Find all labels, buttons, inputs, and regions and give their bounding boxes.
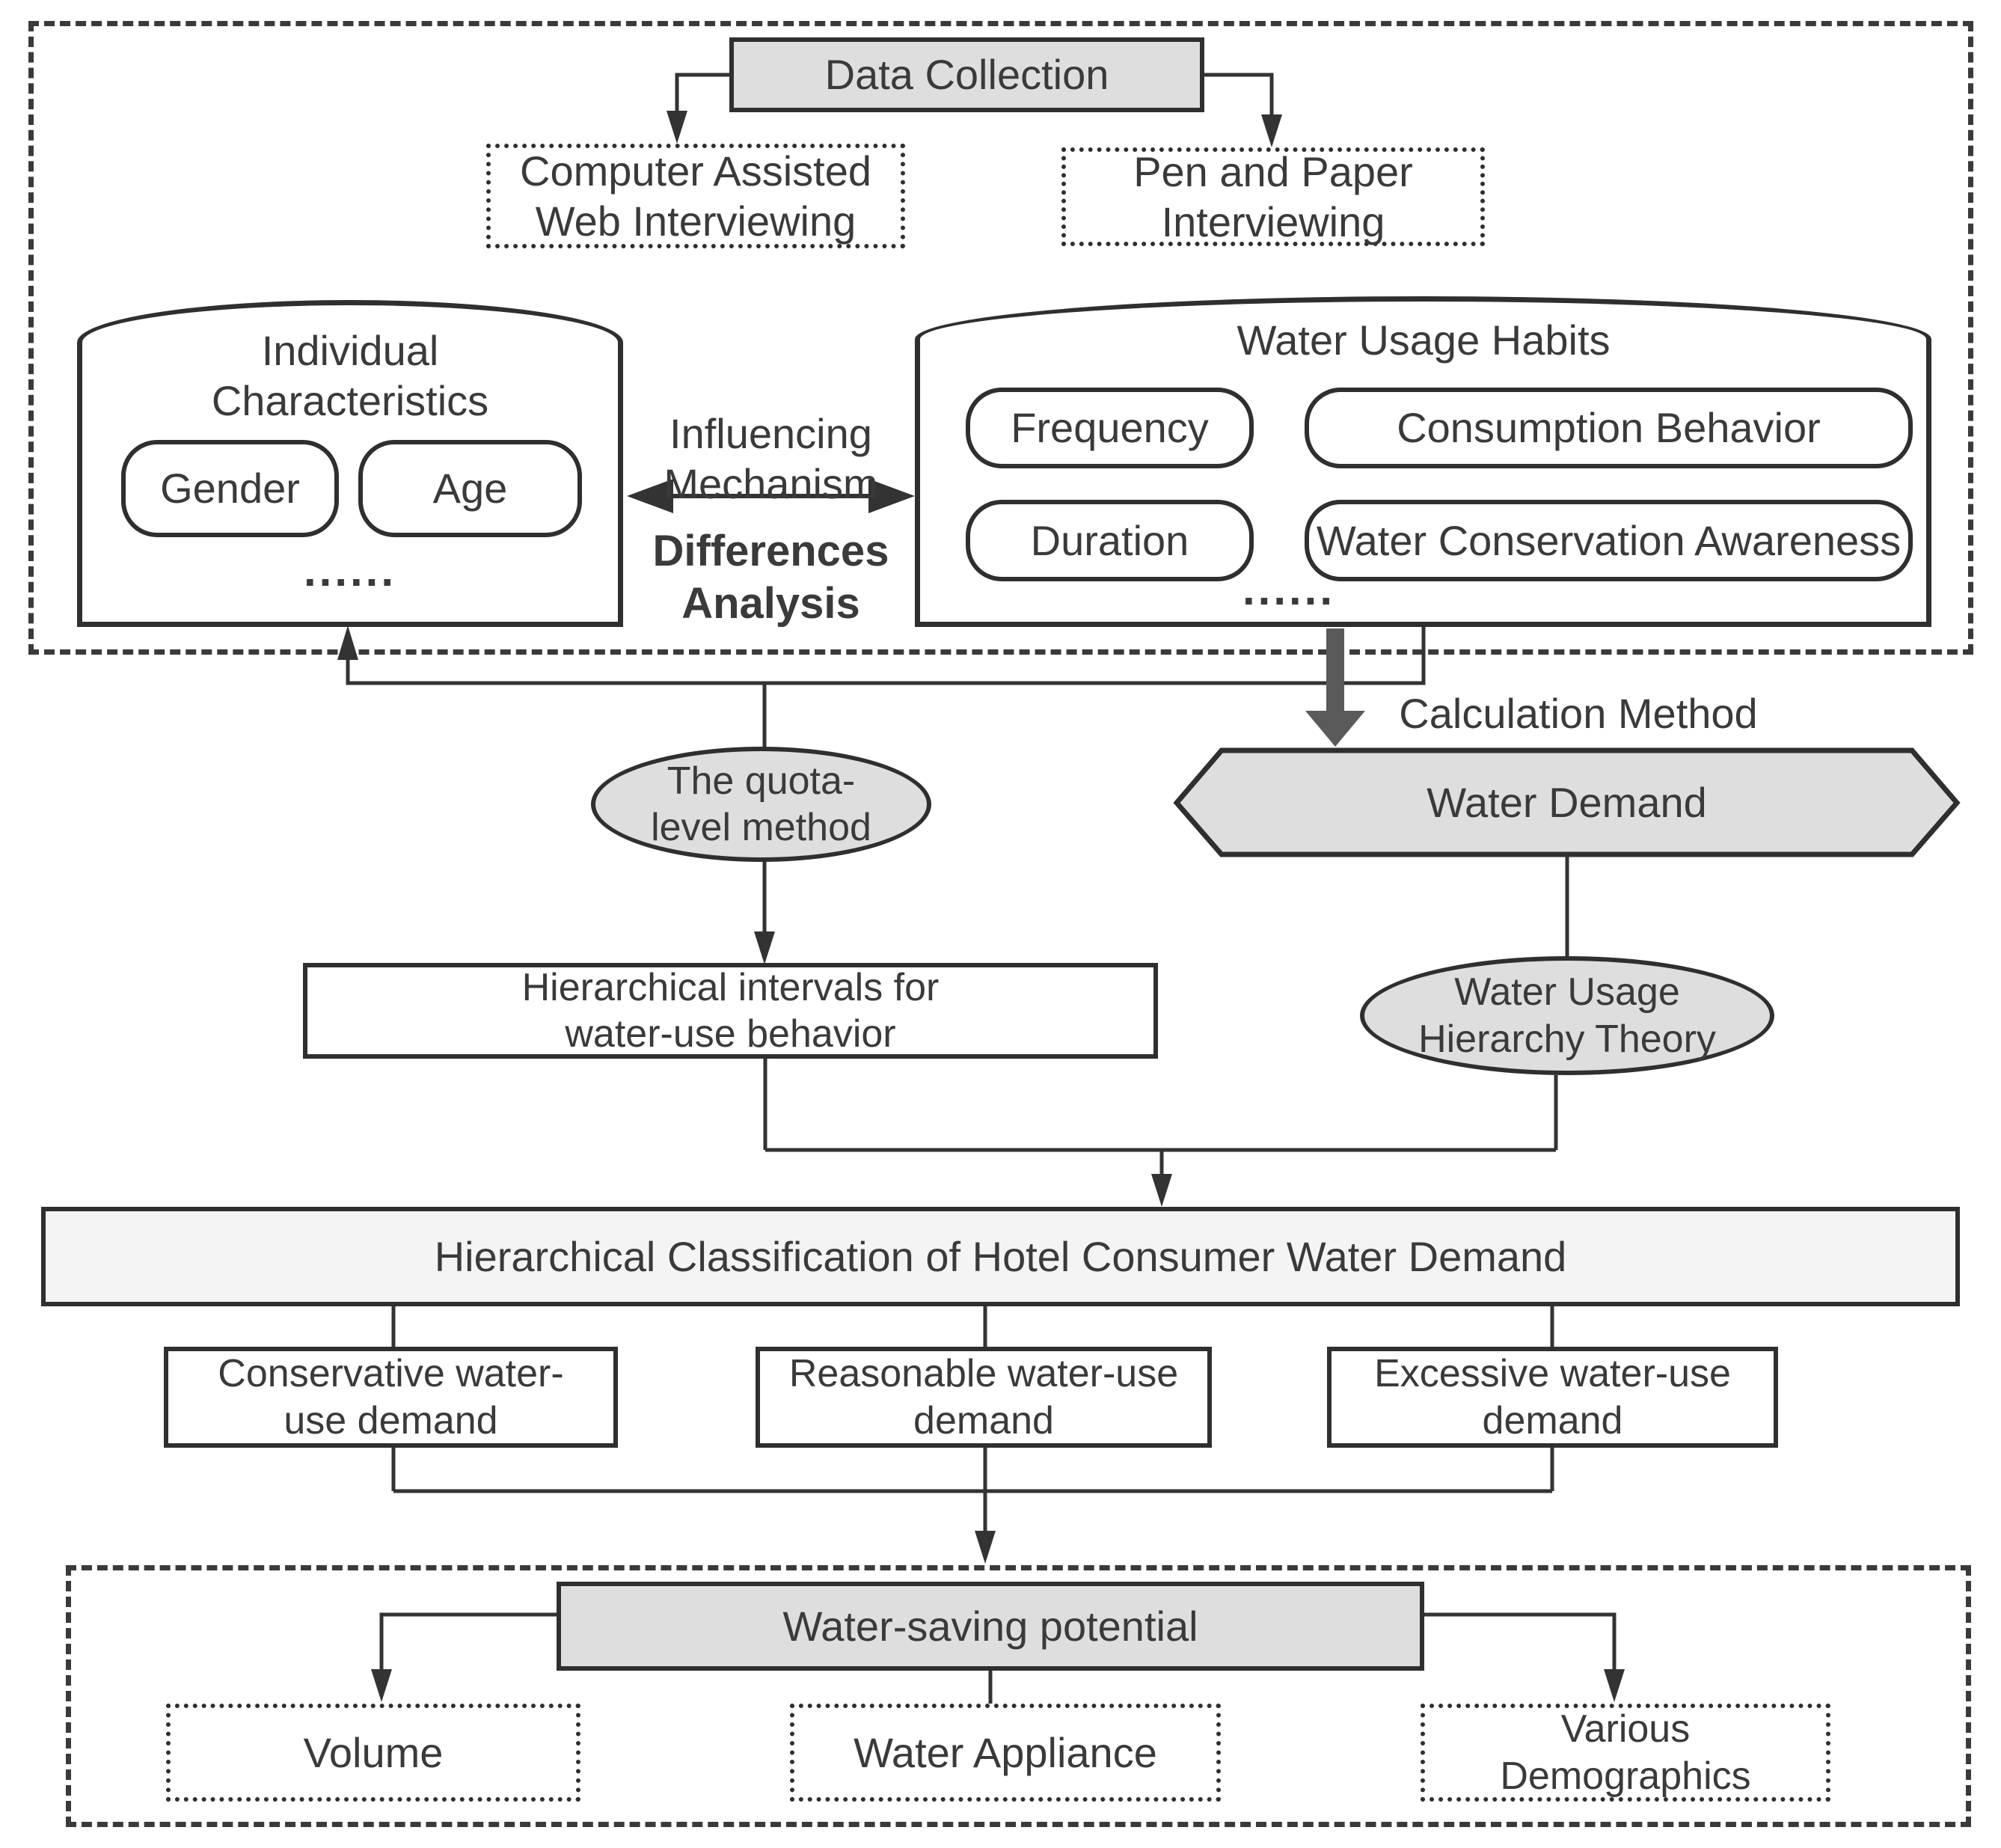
water-usage-habits-ellipsis: ......: [1242, 564, 1336, 614]
arrow-down-icon: [1261, 114, 1282, 147]
arrow-up-icon: [337, 625, 358, 660]
reasonable-demand-node: Reasonable water-use demand: [756, 1347, 1212, 1448]
classification-merge-connector: [763, 1059, 1558, 1207]
various-demographics-node: Various Demographics: [1421, 1704, 1830, 1802]
hierarchical-classification-bar: Hierarchical Classification of Hotel Con…: [41, 1207, 1960, 1306]
data-collection-node: Data Collection: [729, 37, 1204, 112]
arrow-down-icon: [754, 931, 775, 964]
conservative-demand-node: Conservative water- use demand: [164, 1347, 618, 1448]
data-collection-branch-left: [667, 73, 729, 144]
individual-characteristics-ellipsis: ......: [303, 545, 397, 596]
arrow-down-icon: [975, 1531, 996, 1564]
arrow-down-icon: [1604, 1669, 1625, 1702]
data-collection-branch-right: [1204, 73, 1282, 147]
water-conservation-awareness-node: Water Conservation Awareness: [1305, 500, 1913, 581]
duration-node: Duration: [966, 500, 1254, 581]
water-demand-label: Water Demand: [1427, 778, 1707, 826]
gender-node: Gender: [121, 440, 339, 537]
individual-characteristics-title: Individual Characteristics: [211, 326, 489, 424]
pen-and-paper-interviewing-node: Pen and Paper Interviewing: [1061, 147, 1485, 246]
water-usage-hierarchy-theory-node: Water Usage Hierarchy Theory: [1360, 956, 1774, 1075]
calculation-method-label: Calculation Method: [1399, 690, 1758, 738]
hierarchical-intervals-node: Hierarchical intervals for water-use beh…: [303, 963, 1158, 1059]
influence-double-arrow: [627, 479, 915, 513]
arrow-right-icon: [868, 479, 915, 513]
arrow-down-icon: [1305, 711, 1365, 747]
consumption-behavior-node: Consumption Behavior: [1305, 388, 1913, 468]
excessive-demand-node: Excessive water-use demand: [1327, 1347, 1778, 1448]
arrow-down-icon: [371, 1669, 392, 1702]
data-collection-section-frame: [28, 21, 1973, 655]
potential-to-demographics: [1424, 1612, 1625, 1702]
volume-node: Volume: [166, 1704, 580, 1802]
water-demand-hexagon: [1173, 747, 1961, 857]
water-saving-potential-node: Water-saving potential: [557, 1582, 1424, 1671]
feedback-connector: [337, 625, 1426, 685]
differences-analysis-label: Differences Analysis: [652, 527, 889, 628]
arrow-left-icon: [627, 479, 673, 513]
water-saving-section-frame: [66, 1565, 1971, 1827]
arrow-down-icon: [667, 111, 687, 144]
water-usage-habits-title: Water Usage Habits: [1237, 316, 1611, 364]
frequency-node: Frequency: [966, 388, 1254, 468]
bar-to-demand-lines: [391, 1306, 1554, 1347]
potential-to-volume: [371, 1612, 557, 1702]
quota-method-connector: [754, 683, 775, 964]
age-node: Age: [358, 440, 582, 537]
quota-level-method-node: The quota- level method: [591, 747, 931, 862]
arrow-down-icon: [1151, 1174, 1172, 1207]
water-appliance-node: Water Appliance: [790, 1704, 1221, 1802]
demand-merge-connector: [391, 1448, 1554, 1564]
computer-assisted-web-interviewing-node: Computer Assisted Web Interviewing: [486, 144, 905, 248]
calculation-thick-arrow: [1305, 628, 1365, 747]
influencing-mechanism-label: Influencing Mechanism: [664, 409, 878, 507]
